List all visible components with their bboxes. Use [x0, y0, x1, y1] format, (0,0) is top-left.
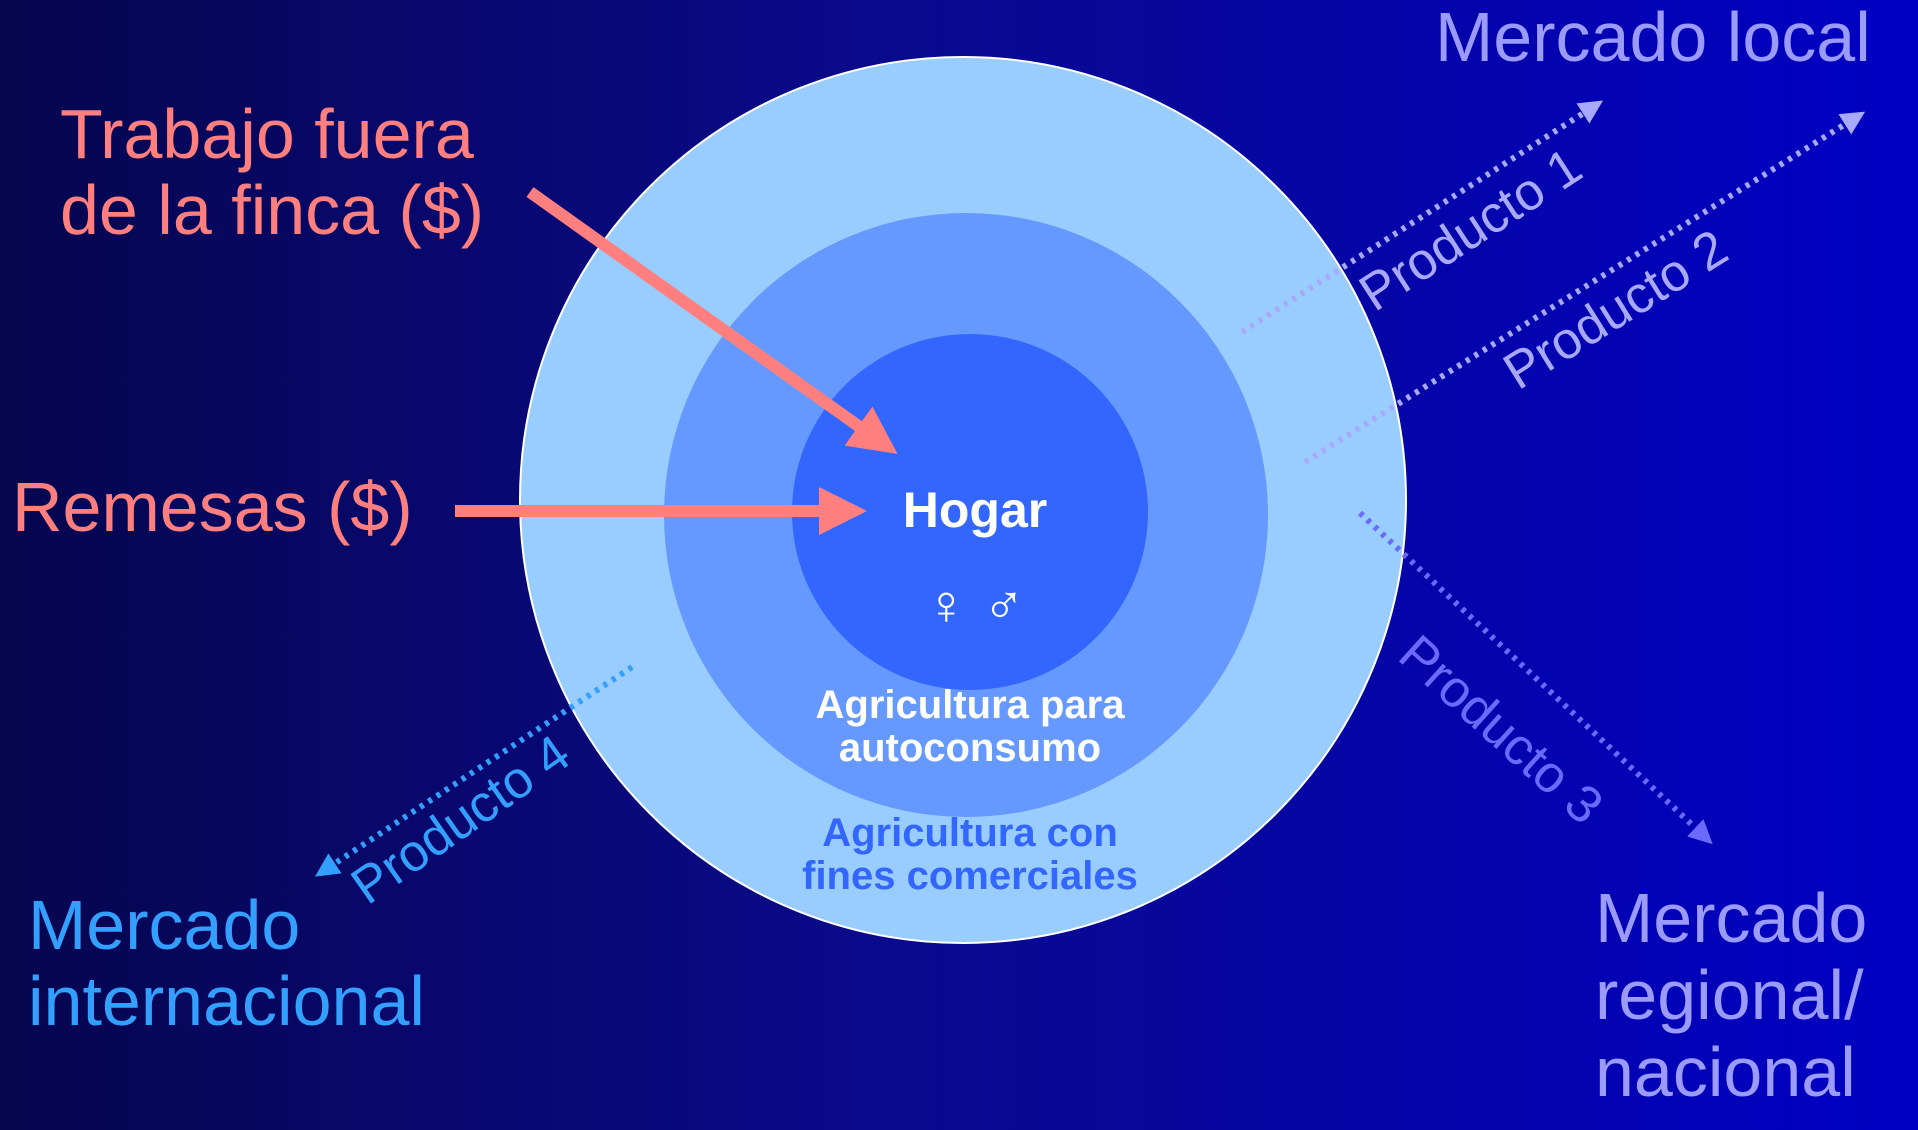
gender-symbols: ♀ ♂ [925, 573, 1025, 636]
off-farm-work-line-2: de la finca ($) [60, 170, 485, 249]
arrow-product-3 [1357, 510, 1713, 845]
arrow-product-2 [1303, 111, 1866, 465]
regional-market-line-2: regional/ [1595, 956, 1864, 1034]
subsistence-line-2: autoconsumo [838, 726, 1102, 771]
remittances-label: Remesas ($) [12, 468, 413, 546]
subsistence-line-1: Agricultura para [815, 683, 1125, 727]
regional-market-line-3: nacional [1595, 1033, 1856, 1111]
off-farm-work-line-1: Trabajo fuera [60, 95, 474, 173]
commercial-label: Agricultura con fines comerciales [740, 811, 1200, 899]
arrow-off-farm-work [526, 187, 898, 454]
regional-market-label: Mercado regional/ nacional [1595, 880, 1867, 1111]
subsistence-label: Agricultura para autoconsumo [760, 683, 1180, 771]
international-market-label: Mercado internacional [28, 886, 425, 1040]
household-label: Hogar [902, 482, 1048, 538]
commercial-line-2: fines comerciales [802, 854, 1138, 899]
commercial-line-1: Agricultura con [822, 811, 1118, 855]
local-market-label: Mercado local [1435, 0, 1871, 76]
arrow-product-4 [314, 664, 634, 877]
international-market-line-2: internacional [28, 961, 425, 1040]
off-farm-work-label: Trabajo fuera de la finca ($) [60, 95, 485, 249]
international-market-line-1: Mercado [28, 886, 301, 964]
regional-market-line-1: Mercado [1595, 879, 1868, 957]
